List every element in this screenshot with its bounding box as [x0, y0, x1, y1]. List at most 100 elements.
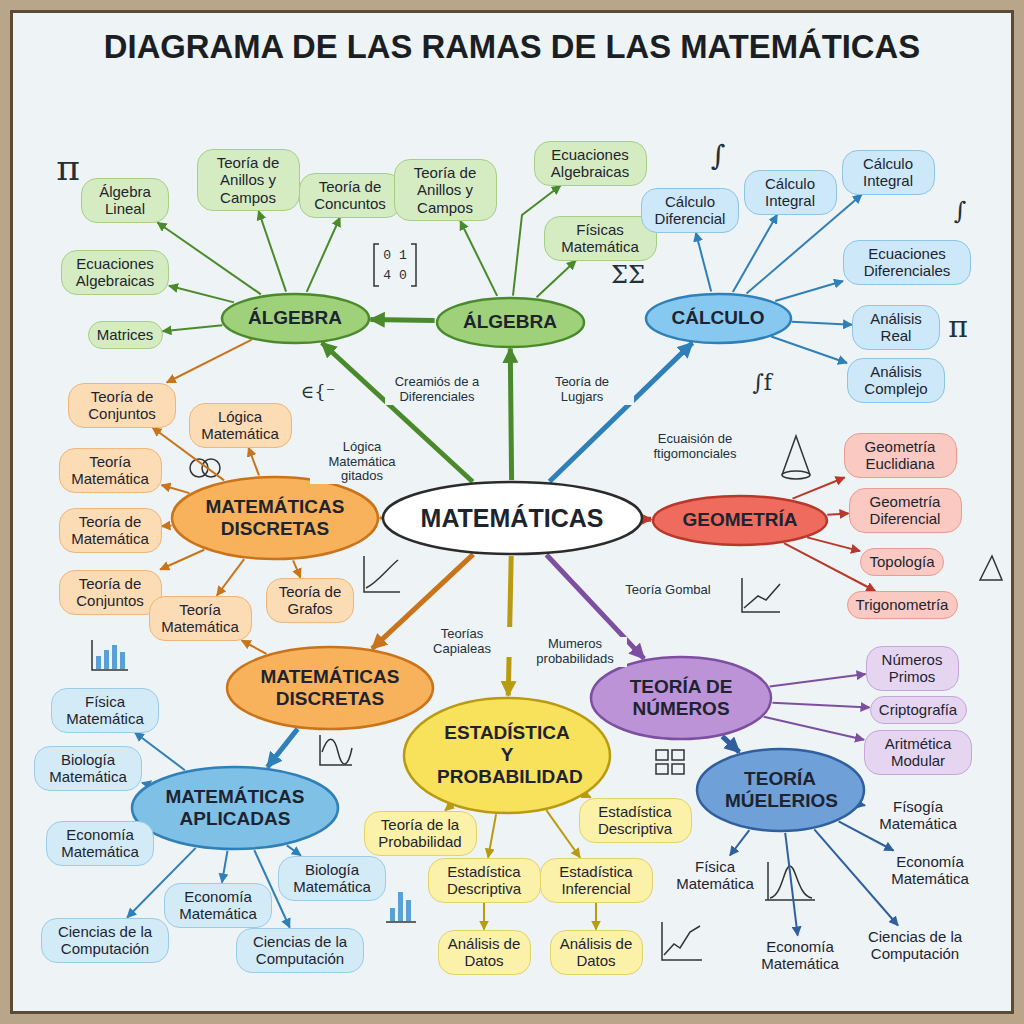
node-text: Cálculo Integral	[851, 155, 926, 190]
node-text: Geometría Euclidiana	[853, 438, 948, 473]
topic-pill: Teoría de Anillos y Campos	[394, 159, 497, 221]
note-label: Mumeros probabilidads	[523, 637, 627, 667]
chart-base	[386, 921, 416, 923]
branch-arrow	[445, 805, 451, 810]
node-text: ÁLGEBRA	[248, 307, 342, 329]
note-label: Creamiós de a Diferenciales	[385, 375, 489, 405]
node-text: Teoría de Anillos y Campos	[206, 154, 291, 206]
topic-pill: Análisis de Datos	[438, 930, 531, 975]
node-text: MATEMÁTICAS APLICADAS	[165, 786, 305, 830]
branch-ellipse: MATEMÁTICAS DISCRETAS	[170, 475, 380, 561]
topic-pill: Teoría Matemática	[59, 448, 162, 493]
branch-arrow	[807, 537, 860, 551]
branch-arrow	[483, 903, 485, 930]
bar	[96, 656, 101, 669]
chart-axes	[320, 735, 352, 765]
branch-ellipse: MATEMÁTICAS DISCRETAS	[225, 645, 435, 731]
branch-ellipse: MATEMÁTICAS APLICADAS	[130, 765, 340, 851]
math-symbol: 0 1	[381, 249, 408, 264]
branch-ellipse: CÁLCULO	[644, 292, 793, 345]
topic-pill: Trigonometría	[847, 591, 958, 619]
branch-arrow	[508, 556, 511, 696]
node-text: Cálculo Integral	[753, 175, 828, 210]
root-ellipse: MATEMÁTICAS	[381, 480, 644, 556]
branch-arrow	[460, 221, 497, 296]
branch-arrow	[162, 525, 172, 528]
branch-arrow	[242, 641, 267, 654]
topic-pill: Lógica Matemática	[189, 403, 292, 448]
topic-pill: Análisis Real	[852, 305, 940, 350]
node-text: Estadística Descriptiva	[588, 803, 683, 838]
topic-pill: Aritmética Modular	[864, 730, 972, 775]
branch-arrow	[771, 337, 847, 363]
topic-text: Física Matemática	[667, 856, 763, 895]
branch-ellipse: ÁLGEBRA	[220, 292, 371, 345]
topic-pill: Criptografía	[870, 696, 967, 724]
ellipse-shape	[227, 647, 433, 729]
branch-arrow	[733, 215, 777, 293]
node-text: ESTADÍSTICA Y PROBABILIDAD	[437, 722, 577, 788]
topic-pill: Teoría Matemática	[149, 596, 252, 641]
node-text: Biología Matemática	[43, 751, 133, 786]
branch-arrow	[722, 736, 739, 752]
chart-axes	[92, 640, 128, 670]
topic-pill: Teoría de Anillos y Campos	[197, 149, 300, 211]
math-symbol: π	[54, 147, 82, 188]
branch-arrow	[163, 325, 223, 331]
chart-line	[664, 926, 700, 955]
wave-curve	[322, 739, 352, 764]
topic-pill: Estadística Inferencial	[540, 858, 653, 903]
note-label: Teoría Gombal	[623, 583, 712, 598]
node-text: Estadística Descriptiva	[437, 863, 532, 898]
branch-arrow	[785, 833, 797, 936]
node-text: GEOMETRÍA	[682, 509, 797, 531]
math-symbol: ∈{⁻	[299, 382, 337, 403]
topic-pill: Teoría de Conjuntos	[68, 383, 176, 428]
branch-arrow	[142, 783, 148, 785]
math-symbol: π	[946, 310, 970, 345]
branch-arrow	[772, 703, 869, 708]
topic-pill: Teoría de Grafos	[266, 578, 354, 623]
node-text: Ciencias de la Computación	[860, 928, 970, 963]
topic-pill: Análisis de Datos	[550, 930, 643, 975]
branch-arrow	[643, 517, 651, 522]
topic-pill: Cálculo Integral	[744, 170, 837, 215]
branch-ellipse: ESTADÍSTICA Y PROBABILIDAD	[402, 696, 612, 815]
node-text: Teoría Matemática	[158, 601, 243, 636]
node-text: ÁLGEBRA	[463, 311, 557, 333]
graph-axes	[364, 556, 400, 592]
ellipse-shape	[437, 298, 584, 347]
node-text: Matrices	[97, 326, 154, 343]
topic-pill: Ecuaciones Algebraicas	[61, 250, 169, 295]
ellipse-shape	[222, 294, 369, 343]
node-text: Análisis de Datos	[447, 935, 522, 970]
topic-pill: Teoría de Matemática	[59, 508, 162, 553]
ellipse-shape	[383, 482, 642, 554]
bar	[406, 900, 411, 921]
branch-arrow	[370, 319, 434, 320]
node-text: Teoría de la Probabilidad	[373, 816, 468, 851]
branch-arrow	[585, 795, 590, 798]
topic-pill: Teoría de Concuntos	[299, 173, 402, 218]
branch-arrow	[259, 211, 286, 292]
chart-axes	[662, 922, 702, 960]
topic-pill: Análisis Complejo	[847, 358, 945, 403]
node-text: Topología	[869, 553, 934, 570]
node-text: Teoría de Grafos	[275, 583, 345, 618]
node-text: Teoría de Matemática	[68, 513, 153, 548]
topic-pill: Matrices	[88, 321, 163, 349]
branch-arrow	[860, 804, 865, 807]
math-symbol: ∫f	[750, 370, 774, 395]
math-symbol: ∫	[709, 140, 728, 172]
node-text: CÁLCULO	[672, 307, 765, 329]
branch-arrow	[510, 349, 511, 481]
topic-text: Ciencias de la Computación	[857, 926, 973, 965]
note-label: Lógica Matemática gitados	[310, 440, 414, 485]
topic-pill: Estadística Descriptiva	[428, 858, 541, 903]
branch-arrow	[287, 845, 301, 855]
bar	[390, 908, 395, 921]
branch-arrow	[696, 233, 711, 292]
branch-ellipse: TEORÍA MÚELERIOS	[695, 747, 866, 833]
node-text: Estadística Inferencial	[549, 863, 644, 898]
node-text: Números Primos	[875, 651, 950, 686]
